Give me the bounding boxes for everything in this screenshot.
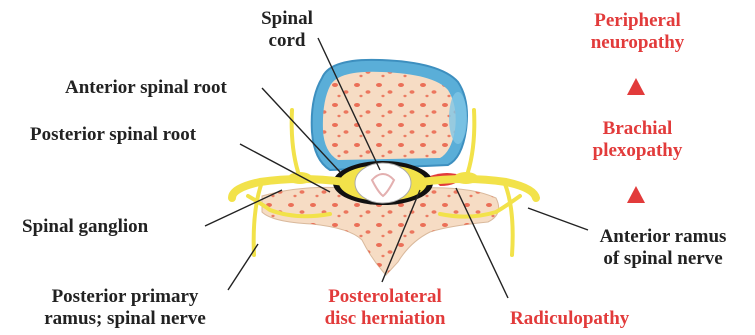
label-peripheral-line1: Peripheral [570, 10, 705, 32]
label-posterior-primary-ramus-line2: ramus; spinal nerve [20, 308, 230, 330]
label-anterior-spinal-root: Anterior spinal root [65, 77, 227, 99]
label-spinal-ganglion: Spinal ganglion [22, 216, 148, 238]
label-anterior-ramus-line2: of spinal nerve [583, 248, 743, 270]
label-herniation-line1: Posterolateral [305, 286, 465, 308]
label-peripheral-line2: neuropathy [570, 32, 705, 54]
label-brachial-line1: Brachial [570, 118, 705, 140]
label-posterior-primary-ramus-line1: Posterior primary [20, 286, 230, 308]
label-spinal-cord-line1: Spinal [252, 8, 322, 30]
label-brachial-line2: plexopathy [570, 140, 705, 162]
label-spinal-cord-line2: cord [252, 30, 322, 52]
label-peripheral-neuropathy: Peripheral neuropathy [570, 10, 705, 54]
left-ganglion [288, 172, 312, 184]
vertebral-disc [312, 60, 467, 170]
label-posterolateral-disc-herniation: Posterolateral disc herniation [305, 286, 465, 330]
arrow-up-icon [627, 78, 645, 95]
arrow-up-icon [627, 186, 645, 203]
label-herniation-line2: disc herniation [305, 308, 465, 330]
label-posterior-primary-ramus: Posterior primary ramus; spinal nerve [20, 286, 230, 330]
label-anterior-ramus-line1: Anterior ramus [583, 226, 743, 248]
label-radiculopathy: Radiculopathy [510, 308, 629, 330]
label-brachial-plexopathy: Brachial plexopathy [570, 118, 705, 162]
label-posterior-spinal-root: Posterior spinal root [30, 124, 196, 146]
right-ganglion [454, 172, 478, 184]
label-spinal-cord: Spinal cord [252, 8, 322, 52]
label-anterior-ramus: Anterior ramus of spinal nerve [583, 226, 743, 270]
